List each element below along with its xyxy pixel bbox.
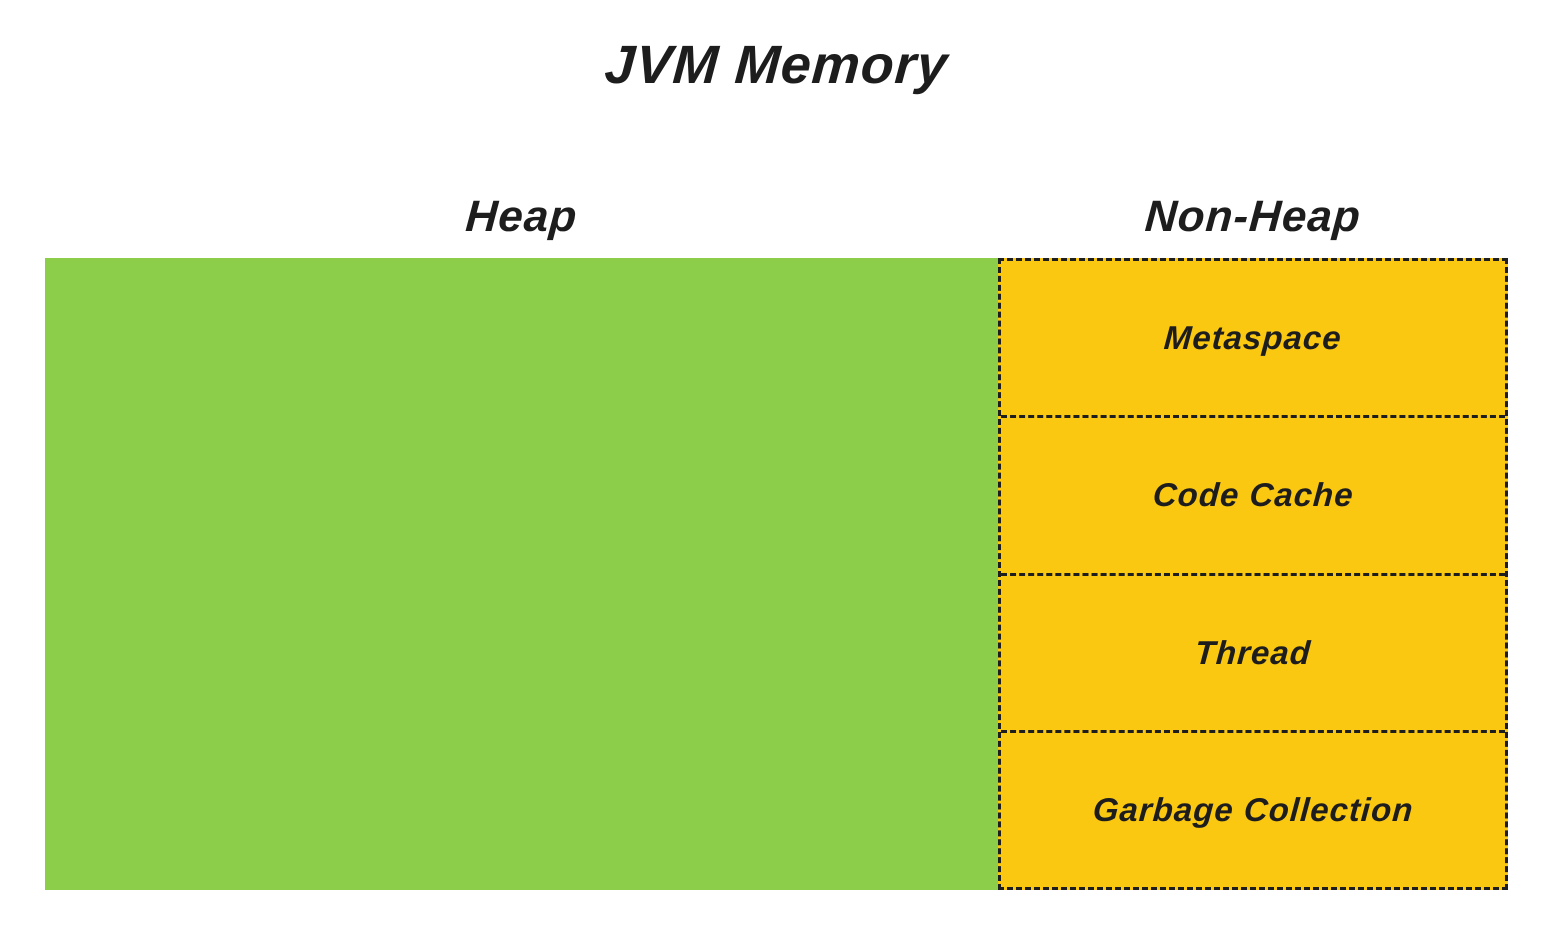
heap-label: Heap (464, 192, 580, 241)
non-heap-section-thread: Thread (1001, 576, 1505, 733)
non-heap-section-code-cache: Code Cache (1001, 418, 1505, 576)
metaspace-label: Metaspace (1162, 319, 1344, 357)
non-heap-label: Non-Heap (1143, 192, 1363, 241)
code-cache-label: Code Cache (1151, 476, 1355, 514)
heap-region (45, 258, 998, 890)
non-heap-section-garbage-collection: Garbage Collection (1001, 733, 1505, 887)
non-heap-region: Metaspace Code Cache Thread Garbage Coll… (998, 258, 1508, 890)
garbage-collection-label: Garbage Collection (1091, 790, 1415, 828)
memory-layout: Metaspace Code Cache Thread Garbage Coll… (45, 258, 1508, 890)
non-heap-section-metaspace: Metaspace (1001, 261, 1505, 419)
diagram-title: JVM Memory (602, 35, 951, 95)
thread-label: Thread (1193, 633, 1313, 671)
